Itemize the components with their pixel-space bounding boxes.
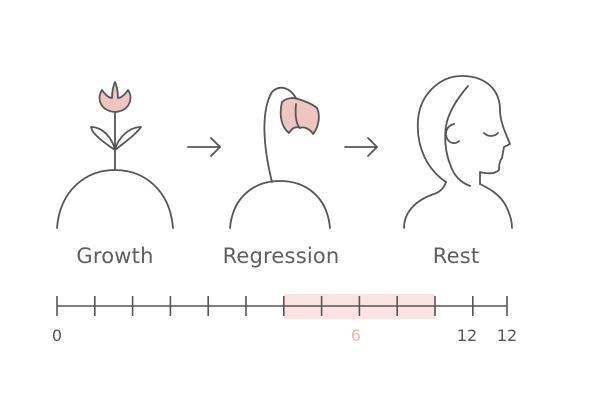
regression-drooping-bloom [279,97,320,135]
arrow-right-icon [344,137,378,157]
stage-label-regression: Regression [222,244,340,268]
resting-woman-profile-icon [403,75,513,229]
timeline-scale [56,294,508,319]
sprouting-flower-icon [56,81,174,229]
rest-left-hair-fall [403,181,447,229]
rest-ear [445,123,460,145]
growth-leaf-left [90,126,116,151]
rest-head-outline [416,75,511,185]
growth-leaf-right [114,126,142,151]
timeline-label-end: 12 [496,326,518,345]
wilting-flower-icon [229,86,331,229]
stage-label-growth: Growth [76,244,154,268]
regression-stem [263,86,297,183]
timeline-label-twelve: 12 [456,326,478,345]
timeline-label-highlight: 6 [350,326,362,345]
arrow-right-icon [187,137,221,157]
regression-mound [229,180,331,229]
growth-mound [56,169,174,229]
rest-closed-eye [483,132,499,137]
rest-hairline [444,85,471,187]
growth-tulip-bloom [98,81,132,113]
regression-petal-line [294,103,301,129]
rest-neck-shoulder [479,183,513,229]
timeline-label-start: 0 [51,326,63,345]
stage-label-rest: Rest [432,244,480,268]
